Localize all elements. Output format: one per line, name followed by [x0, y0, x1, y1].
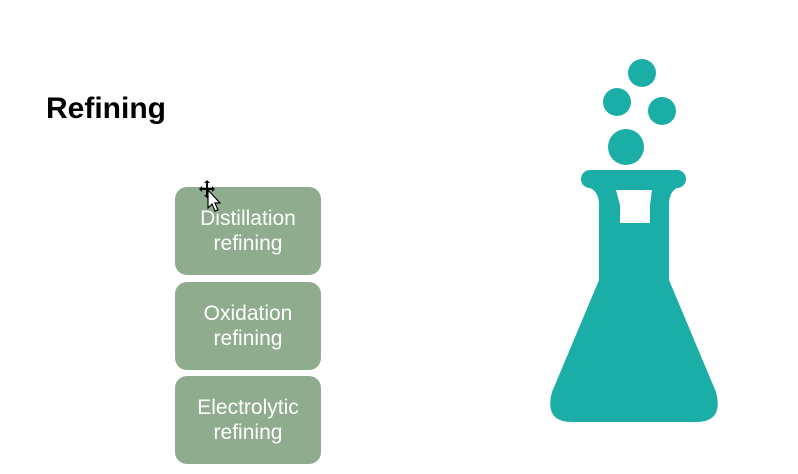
box-label: refining — [213, 421, 283, 444]
box-label: Oxidation — [203, 302, 293, 325]
slide-title: Refining — [46, 92, 166, 125]
box-label: Distillation — [200, 207, 296, 230]
box-label: refining — [213, 327, 283, 350]
move-cursor-icon — [199, 180, 222, 212]
box-label: Electrolytic — [197, 396, 299, 419]
box-label: refining — [213, 232, 283, 255]
